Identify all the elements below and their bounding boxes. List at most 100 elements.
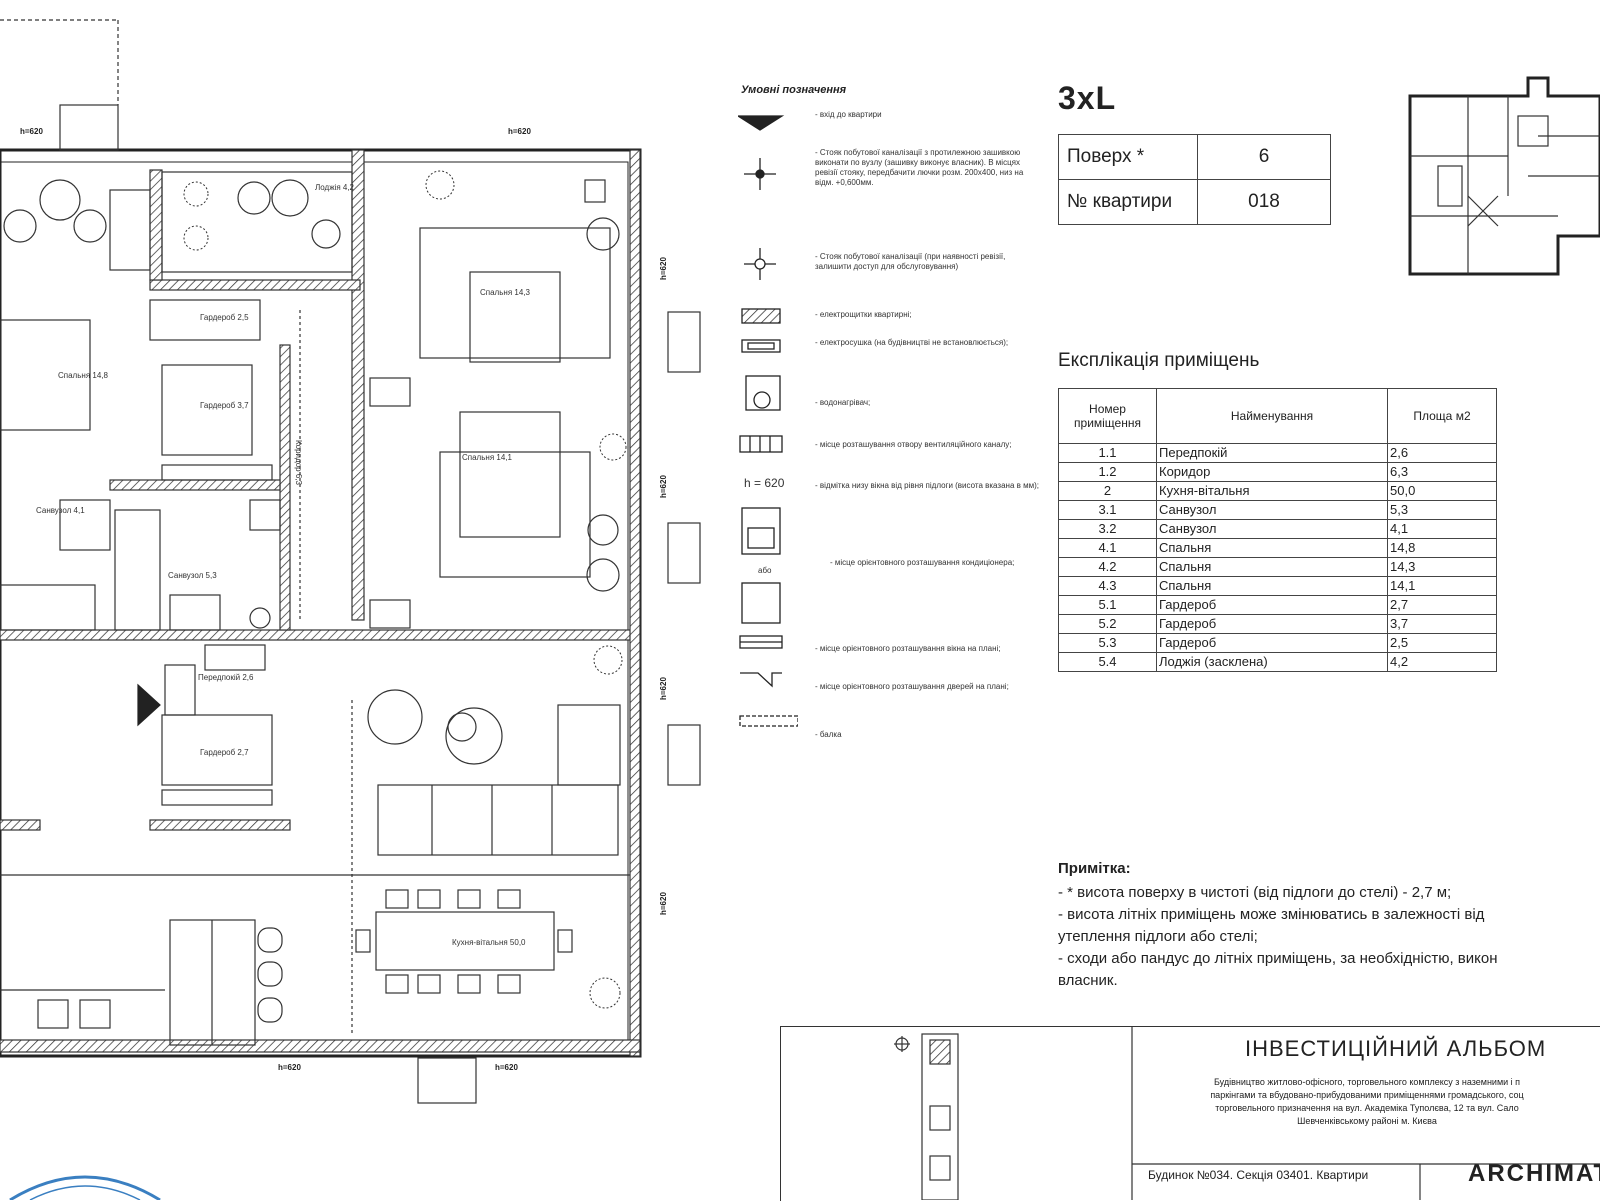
room-name-cell: Коридор bbox=[1156, 462, 1388, 482]
floor-label: Поверх * bbox=[1058, 134, 1198, 180]
apartment-number-label: № квартири bbox=[1058, 179, 1198, 225]
panel-icon bbox=[741, 308, 781, 324]
window-height-label: h=620 bbox=[495, 1063, 518, 1072]
window-height-label: h=620 bbox=[659, 475, 668, 498]
room-label: Гардероб 3,7 bbox=[200, 401, 249, 410]
window-height-label: h=620 bbox=[20, 127, 43, 136]
room-area-cell: 50,0 bbox=[1387, 481, 1497, 501]
legend-item: - водонагрівач; bbox=[815, 398, 871, 407]
room-area-cell: 4,2 bbox=[1387, 652, 1497, 672]
room-label: Спальня 14,1 bbox=[462, 453, 512, 462]
room-name-cell: Кухня-вітальня bbox=[1156, 481, 1388, 501]
room-number-cell: 3.1 bbox=[1058, 500, 1157, 520]
note-line: власник. bbox=[1058, 972, 1118, 989]
room-number-cell: 3.2 bbox=[1058, 519, 1157, 539]
explication-title: Експлікація приміщень bbox=[1058, 350, 1260, 371]
room-number-cell: 5.4 bbox=[1058, 652, 1157, 672]
note-line: утеплення підлоги або стелі; bbox=[1058, 928, 1258, 945]
notes-title: Примітка: bbox=[1058, 860, 1131, 877]
room-label: Гардероб 2,7 bbox=[200, 748, 249, 757]
room-name-cell: Гардероб bbox=[1156, 595, 1388, 615]
room-label: Гардероб 2,5 bbox=[200, 313, 249, 322]
note-line: - сходи або пандус до літніх приміщень, … bbox=[1058, 950, 1498, 967]
title-block-grid bbox=[894, 1026, 1600, 1200]
ac-icon bbox=[741, 507, 781, 555]
note-line: - * висота поверху в чистоті (від підлог… bbox=[1058, 884, 1452, 901]
room-area-cell: 14,1 bbox=[1387, 576, 1497, 596]
ac-alt-icon bbox=[741, 582, 781, 624]
floor-plan: h=620 h=620 h=620 h=620 h=620 h=620 h=62… bbox=[0, 19, 701, 1104]
album-title: ІНВЕСТИЦІЙНИЙ АЛЬБОМ bbox=[1245, 1036, 1547, 1061]
room-area-cell: 5,3 bbox=[1387, 500, 1497, 520]
room-area-cell: 2,7 bbox=[1387, 595, 1497, 615]
room-name-cell: Гардероб bbox=[1156, 633, 1388, 653]
album-description-line: паркінгами та вбудовано-прибудованими пр… bbox=[1210, 1090, 1524, 1100]
legend-item: - Стояк побутової каналізації з протилеж… bbox=[815, 148, 1024, 187]
room-area-cell: 4,1 bbox=[1387, 519, 1497, 539]
legend-item: - місце розташування отвору вентиляційно… bbox=[815, 440, 1012, 449]
stamp-seal bbox=[9, 1175, 161, 1200]
brand-logo: ARCHIMAT bbox=[1468, 1160, 1600, 1187]
room-name-cell: Передпокій bbox=[1156, 443, 1388, 463]
room-number-cell: 1.1 bbox=[1058, 443, 1157, 463]
room-area-cell: 3,7 bbox=[1387, 614, 1497, 634]
table-header: Номер приміщення bbox=[1058, 388, 1157, 444]
entrance-icon bbox=[738, 115, 785, 131]
table-header: Найменування bbox=[1156, 388, 1388, 444]
legend-item: - балка bbox=[815, 730, 842, 739]
room-number-cell: 5.1 bbox=[1058, 595, 1157, 615]
table-header: Площа м2 bbox=[1387, 388, 1497, 444]
legend-item: - місце орієнтовного розташування дверей… bbox=[815, 682, 1009, 691]
legend-item: - вхід до квартири bbox=[815, 110, 882, 119]
room-name-cell: Спальня bbox=[1156, 557, 1388, 577]
room-label: Передпокій 2,6 bbox=[198, 673, 254, 682]
key-plan bbox=[1408, 76, 1600, 276]
window-height-label: h=620 bbox=[659, 677, 668, 700]
room-number-cell: 1.2 bbox=[1058, 462, 1157, 482]
house-section-line: Будинок №034. Секція 03401. Квартири bbox=[1148, 1168, 1369, 1182]
album-description-line: торговельного призначення на вул. Академ… bbox=[1215, 1103, 1519, 1113]
room-number-cell: 4.3 bbox=[1058, 576, 1157, 596]
room-area-cell: 14,8 bbox=[1387, 538, 1497, 558]
door-icon bbox=[740, 672, 782, 688]
window-height-label: h=620 bbox=[659, 892, 668, 915]
note-line: - висота літніх приміщень може змінювати… bbox=[1058, 906, 1485, 923]
legend-title: Умовні позначення bbox=[741, 84, 847, 96]
room-label: Санвузол 4,1 bbox=[36, 506, 85, 515]
room-name-cell: Лоджія (засклена) bbox=[1156, 652, 1388, 672]
room-area-cell: 14,3 bbox=[1387, 557, 1497, 577]
room-name-cell: Санвузол bbox=[1156, 500, 1388, 520]
apartment-number-value: 018 bbox=[1197, 179, 1331, 225]
room-label: Спальня 14,8 bbox=[58, 371, 108, 380]
vent-icon bbox=[739, 435, 783, 453]
room-label: Лоджія 4,2 bbox=[315, 183, 355, 192]
loggia bbox=[161, 171, 353, 273]
legend-h-label: h = 620 bbox=[744, 476, 785, 490]
room-name-cell: Спальня bbox=[1156, 576, 1388, 596]
room-number-cell: 5.3 bbox=[1058, 633, 1157, 653]
room-label: Кухня-вітальня 50,0 bbox=[452, 938, 526, 947]
window-height-label: h=620 bbox=[659, 257, 668, 280]
album-description-line: Шевченківському районі м. Києва bbox=[1297, 1116, 1437, 1126]
legend-or-label: або bbox=[758, 566, 772, 575]
floor-value: 6 bbox=[1197, 134, 1331, 180]
legend-item: - місце орієнтовного розташування кондиц… bbox=[830, 558, 1015, 567]
legend-item: - електросушка (на будівництві не встано… bbox=[815, 338, 1009, 347]
legend-item: - відмітка низу вікна від рівня підлоги … bbox=[815, 481, 1039, 490]
room-label: Санвузол 5,3 bbox=[168, 571, 217, 580]
room-area-cell: 6,3 bbox=[1387, 462, 1497, 482]
apartment-type: 3xL bbox=[1058, 80, 1117, 116]
window-height-label: h=620 bbox=[278, 1063, 301, 1072]
room-label: Спальня 14,3 bbox=[480, 288, 530, 297]
explication-table: Номер приміщення Найменування Площа м2 1… bbox=[1058, 388, 1497, 672]
